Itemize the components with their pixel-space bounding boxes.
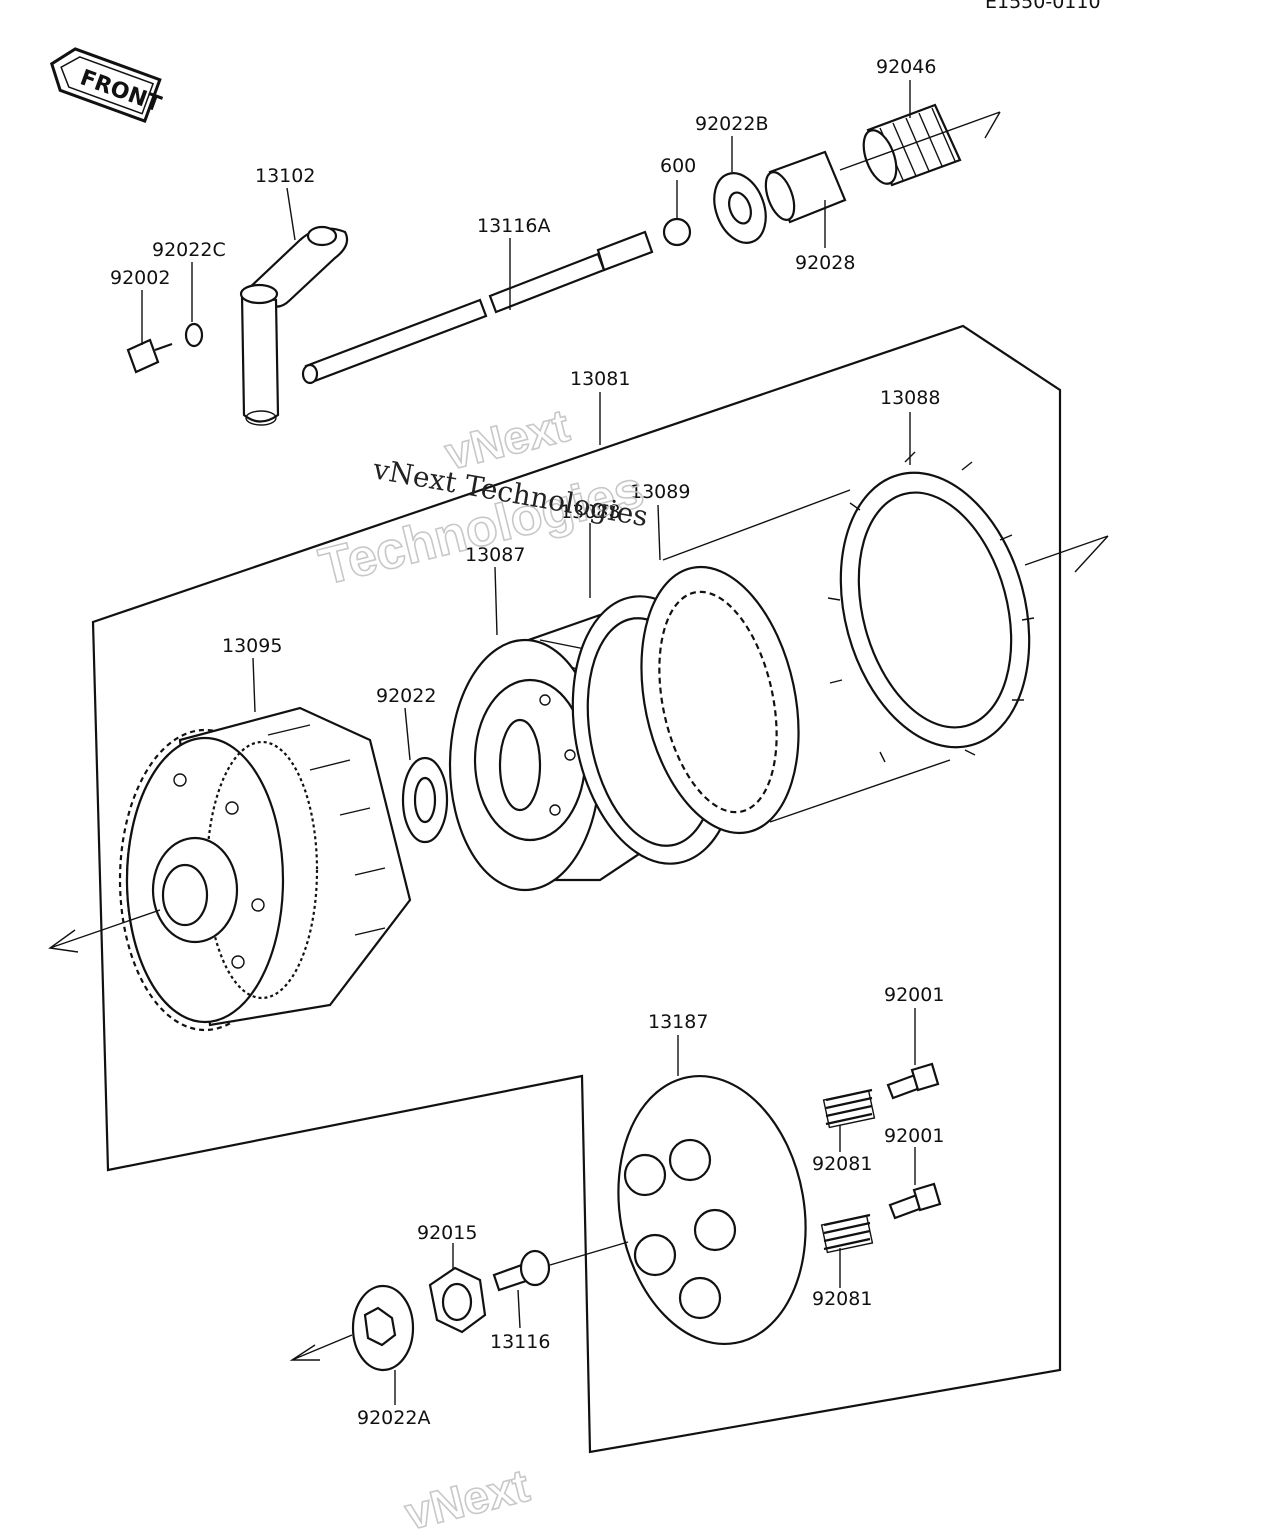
label-92022: 92022 — [376, 685, 436, 707]
label-13116: 13116 — [490, 1331, 550, 1353]
label-13088-mid: 13088 — [560, 501, 620, 523]
steel-plate-13089 — [640, 565, 800, 835]
washer-92022C — [184, 322, 204, 348]
lock-washer-92022A — [351, 1284, 415, 1372]
bolt-92001-bottom — [888, 1182, 942, 1220]
assembly-outline — [91, 324, 1062, 1454]
spring-92081-top — [822, 1088, 876, 1129]
label-13089: 13089 — [630, 481, 690, 503]
washer-92022 — [401, 756, 449, 844]
pressure-plate-13187 — [617, 1074, 807, 1346]
leader-lines — [141, 80, 916, 1405]
label-600: 600 — [660, 155, 696, 177]
release-lever — [239, 225, 349, 426]
washer-92022B — [713, 172, 767, 244]
bolt-92001-top — [886, 1062, 940, 1100]
label-92046: 92046 — [876, 56, 936, 78]
nut-92015 — [428, 1266, 487, 1334]
label-13081: 13081 — [570, 368, 630, 390]
pin-13116 — [492, 1249, 551, 1292]
spring-92081-bottom — [820, 1213, 874, 1254]
push-rod-13116A — [301, 230, 654, 385]
axis-line-upper — [839, 111, 1001, 171]
ball-600 — [662, 217, 692, 247]
sleeve-92028 — [764, 150, 847, 224]
label-13187: 13187 — [648, 1011, 708, 1033]
drawing-code: E1550-0110 — [985, 0, 1101, 13]
label-92081-bottom: 92081 — [812, 1288, 872, 1310]
label-92022C: 92022C — [152, 239, 226, 261]
label-92022B: 92022B — [695, 113, 768, 135]
watermark: vNext Technologies vNext Technologies vN… — [313, 398, 650, 1536]
plate-guide-lines — [662, 489, 1109, 823]
label-13102: 13102 — [255, 165, 315, 187]
label-92028: 92028 — [795, 252, 855, 274]
watermark-bottom: vNext — [400, 1459, 534, 1536]
axis-line-left — [48, 909, 161, 953]
friction-plate-13088-right — [827, 451, 1035, 763]
needle-bearing-92046 — [862, 103, 962, 187]
label-13116A: 13116A — [477, 215, 550, 237]
label-13087: 13087 — [465, 544, 525, 566]
axis-line-bottom — [289, 1334, 353, 1361]
label-13088-right: 13088 — [880, 387, 940, 409]
label-92081-top: 92081 — [812, 1153, 872, 1175]
label-92022A: 92022A — [357, 1407, 430, 1429]
label-13095: 13095 — [222, 635, 282, 657]
label-92015: 92015 — [417, 1222, 477, 1244]
front-arrow-icon: FRONT — [49, 47, 164, 123]
label-92001-bottom: 92001 — [884, 1125, 944, 1147]
clutch-housing-13095 — [118, 706, 412, 1032]
label-92002: 92002 — [110, 267, 170, 289]
axis-line-lower — [549, 1241, 629, 1266]
bolt-92002 — [126, 338, 173, 374]
label-92001-top: 92001 — [884, 984, 944, 1006]
